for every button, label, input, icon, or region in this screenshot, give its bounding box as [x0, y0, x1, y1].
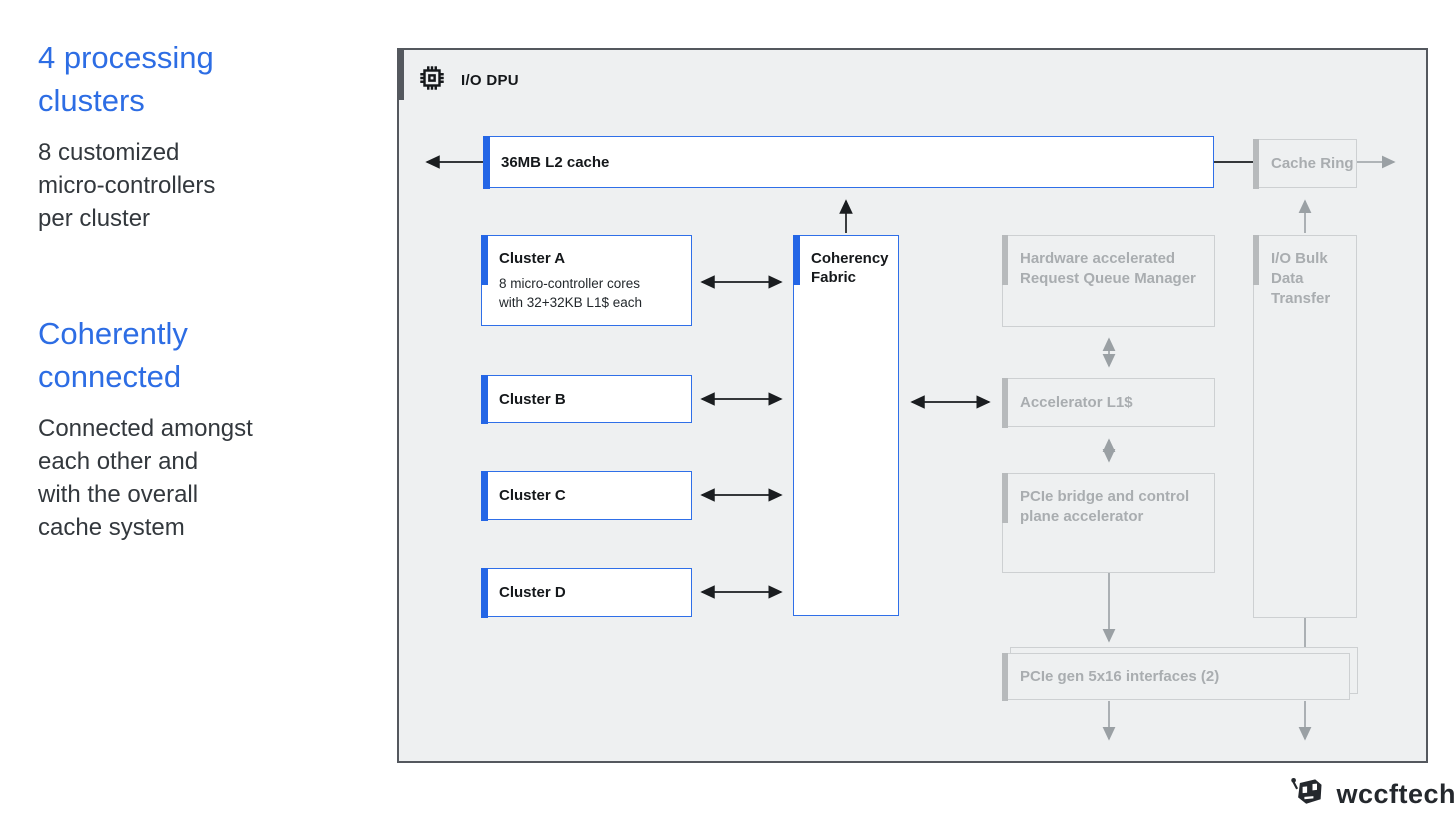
block-io-bulk-transfer: I/O Bulk Data Transfer — [1252, 234, 1357, 618]
cluster-d-title: Cluster D — [499, 584, 566, 601]
cluster-a-title: Cluster A — [499, 250, 566, 267]
brand-logo: wccftech — [1288, 774, 1456, 815]
block-cluster-b: Cluster B — [480, 374, 692, 424]
io-dpu-panel: I/O DPU 36MB L2 cache Cache Ring Coheren… — [397, 48, 1428, 763]
brand-name: wccftech — [1336, 779, 1456, 809]
section2-heading: Coherently connected — [38, 316, 188, 394]
block-accent — [480, 567, 488, 618]
pcie-bridge-label: PCIe bridge and control plane accelerato… — [1020, 488, 1190, 525]
cluster-c-title: Cluster C — [499, 487, 566, 504]
block-accent — [480, 374, 488, 424]
chip-icon — [417, 63, 447, 98]
hw-queue-label: Hardware accelerated Request Queue Manag… — [1020, 250, 1196, 287]
panel-accent-bar — [397, 48, 404, 100]
block-accent — [792, 234, 800, 285]
block-accent — [1001, 234, 1008, 285]
block-accent — [480, 234, 488, 285]
block-cluster-d: Cluster D — [480, 567, 692, 618]
panel-title: I/O DPU — [461, 72, 519, 89]
cluster-b-title: Cluster B — [499, 390, 566, 408]
block-accent — [1252, 234, 1259, 285]
block-cluster-c: Cluster C — [480, 470, 692, 521]
block-hw-queue-manager: Hardware accelerated Request Queue Manag… — [1001, 234, 1215, 327]
block-coherency-fabric: Coherency Fabric — [792, 234, 899, 616]
io-bulk-label: I/O Bulk Data Transfer — [1271, 250, 1331, 307]
l2-cache-label: 36MB L2 cache — [501, 153, 610, 171]
block-pcie-interfaces: PCIe gen 5x16 interfaces (2) — [1001, 652, 1350, 701]
panel-header: I/O DPU — [417, 63, 519, 98]
block-accent — [1001, 652, 1008, 701]
accelerator-l1-label: Accelerator L1$ — [1020, 393, 1133, 411]
pcie-interfaces-label: PCIe gen 5x16 interfaces (2) — [1020, 667, 1220, 685]
block-accent — [482, 135, 490, 189]
section1-heading: 4 processing clusters — [38, 40, 214, 118]
block-accent — [480, 470, 488, 521]
coherency-fabric-label: Coherency Fabric — [811, 250, 889, 286]
block-pcie-bridge: PCIe bridge and control plane accelerato… — [1001, 472, 1215, 573]
section2-body: Connected amongst each other and with th… — [38, 415, 253, 541]
block-l2-cache: 36MB L2 cache — [482, 135, 1214, 189]
cluster-a-desc: 8 micro-controller cores with 32+32KB L1… — [499, 276, 642, 310]
block-accent — [1252, 138, 1259, 189]
block-cluster-a: Cluster A 8 micro-controller cores with … — [480, 234, 692, 326]
block-accent — [1001, 472, 1008, 523]
block-accelerator-l1: Accelerator L1$ — [1001, 377, 1215, 428]
block-accent — [1001, 377, 1008, 428]
block-cache-ring: Cache Ring — [1252, 138, 1357, 189]
section1-body: 8 customized micro-controllers per clust… — [38, 139, 216, 232]
robot-icon — [1288, 774, 1328, 815]
cache-ring-label: Cache Ring — [1271, 154, 1354, 172]
